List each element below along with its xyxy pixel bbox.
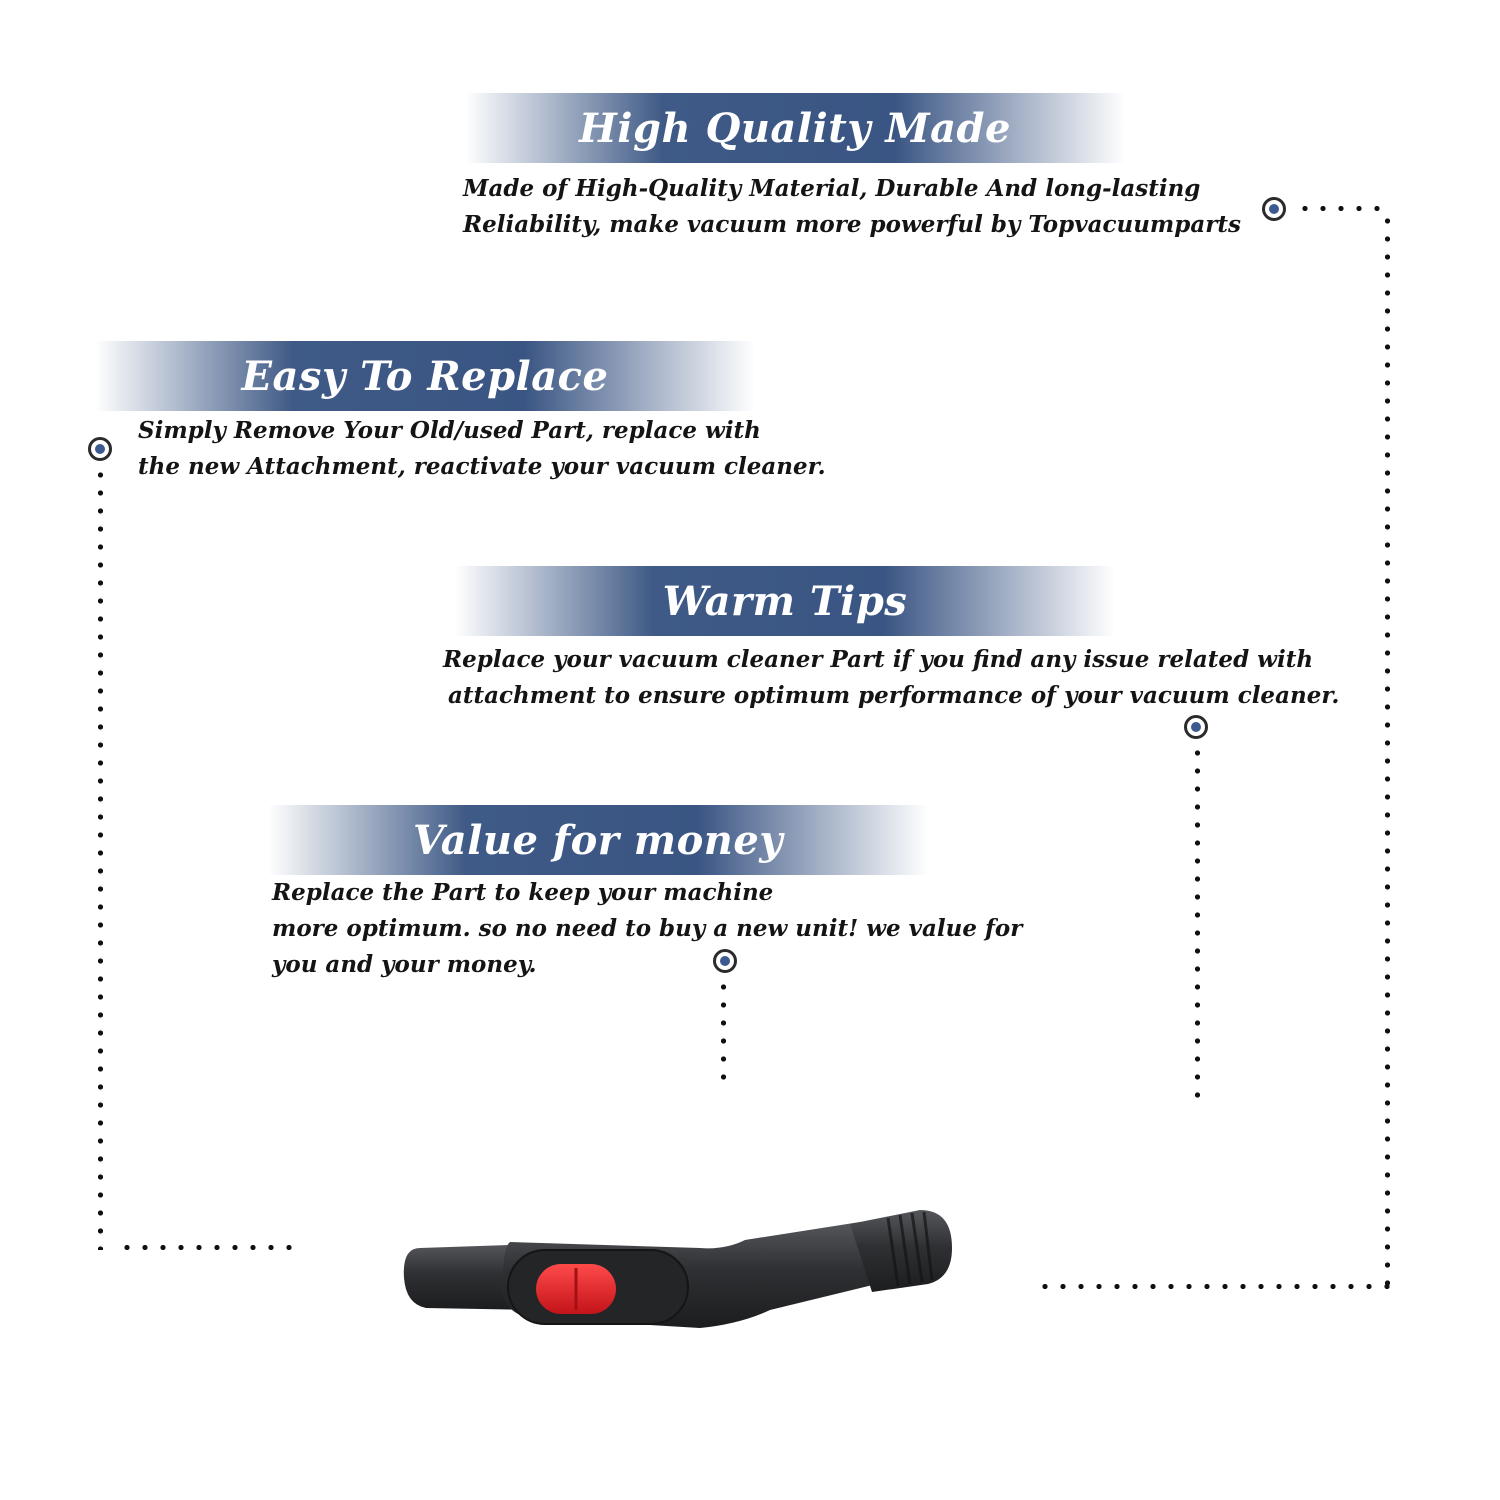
section-desc-high-quality: Made of High-Quality Material, Durable A… (463, 171, 1241, 243)
connector-line (1036, 1284, 1390, 1289)
circle-marker-icon (88, 437, 112, 461)
connector-line (98, 466, 103, 1250)
connector-line (721, 978, 726, 1092)
desc-line: Replace your vacuum cleaner Part if you … (443, 646, 1314, 673)
banner-value-money: Value for money (268, 805, 928, 875)
vacuum-adapter-icon (403, 1210, 952, 1328)
connector-line (118, 1245, 298, 1250)
desc-line: Reliability, make vacuum more powerful b… (463, 211, 1241, 238)
banner-warm-tips: Warm Tips (455, 566, 1115, 636)
section-desc-warm-tips: Replace your vacuum cleaner Part if you … (443, 642, 1339, 714)
section-title-warm-tips: Warm Tips (662, 577, 908, 625)
desc-line: Simply Remove Your Old/used Part, replac… (138, 417, 761, 444)
desc-line: attachment to ensure optimum performance… (448, 682, 1340, 709)
section-title-easy-replace: Easy To Replace (241, 352, 609, 400)
circle-marker-icon (1184, 715, 1208, 739)
section-desc-easy-replace: Simply Remove Your Old/used Part, replac… (138, 413, 826, 485)
connector-line (1296, 206, 1390, 211)
desc-line: you and your money. (272, 951, 537, 978)
banner-easy-replace: Easy To Replace (95, 341, 755, 411)
desc-line: Replace the Part to keep your machine (272, 879, 774, 906)
desc-line: Made of High-Quality Material, Durable A… (463, 175, 1201, 202)
section-title-value-money: Value for money (412, 816, 784, 864)
desc-line: more optimum. so no need to buy a new un… (272, 915, 1023, 942)
vacuum-adapter-image (380, 1200, 980, 1360)
section-title-high-quality: High Quality Made (579, 104, 1011, 152)
circle-marker-icon (1262, 197, 1286, 221)
section-desc-value-money: Replace the Part to keep your machine mo… (272, 875, 1022, 983)
connector-line (1195, 744, 1200, 1106)
banner-high-quality: High Quality Made (465, 93, 1125, 163)
circle-marker-icon (713, 949, 737, 973)
connector-line (1385, 212, 1390, 1292)
desc-line: the new Attachment, reactivate your vacu… (138, 453, 826, 480)
